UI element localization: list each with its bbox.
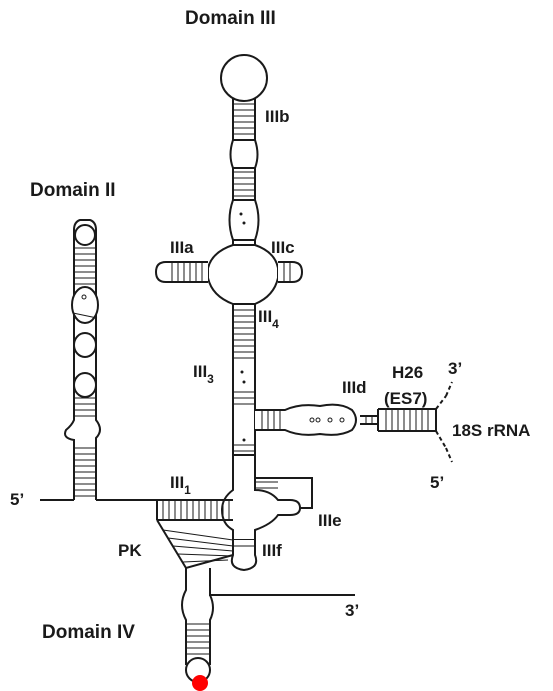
helix-h26-es7 [377,381,453,463]
stem-iiif [230,540,258,572]
label-five-prime-right: 5’ [430,473,444,492]
label-domain-iii: Domain III [185,8,276,29]
label-iiia: IIIa [170,238,194,257]
label-pk: PK [118,541,142,560]
label-h26: H26 [392,363,423,382]
domain-iii-structure [154,54,453,572]
stem-iiia [154,261,208,283]
label-three-prime-bottom: 3’ [345,601,359,620]
stem-iiic [278,261,304,283]
apical-loop-iiib [220,54,268,102]
label-iiic: IIIc [271,238,295,257]
internal-loop-iiib [228,199,260,241]
label-es7: (ES7) [384,389,427,408]
label-iiid: IIId [342,378,367,397]
bulge-iiib [229,139,259,169]
pseudoknot-domain-iv [156,500,355,691]
label-iiib: IIIb [265,107,290,126]
label-18s-rrna: 18S rRNA [452,421,530,440]
stem-iiib-lower [232,168,256,200]
domain-ii-structure [40,219,233,501]
label-three-prime-top: 3’ [448,359,462,378]
label-iiie: IIIe [318,511,342,530]
label-iii1: III1 [170,473,191,497]
label-iii4: III4 [258,307,279,331]
label-domain-ii: Domain II [30,180,116,201]
junction-iiiabc [207,244,279,305]
label-iiif: IIIf [262,541,282,560]
label-domain-iv: Domain IV [42,622,135,643]
stem-iiid [255,403,357,436]
label-iii3: III3 [193,362,214,386]
junction-iiief [220,454,302,541]
domain-ii-hairpin [64,219,101,500]
aug-start-codon-marker [192,675,208,691]
label-five-prime-left: 5’ [10,490,24,509]
